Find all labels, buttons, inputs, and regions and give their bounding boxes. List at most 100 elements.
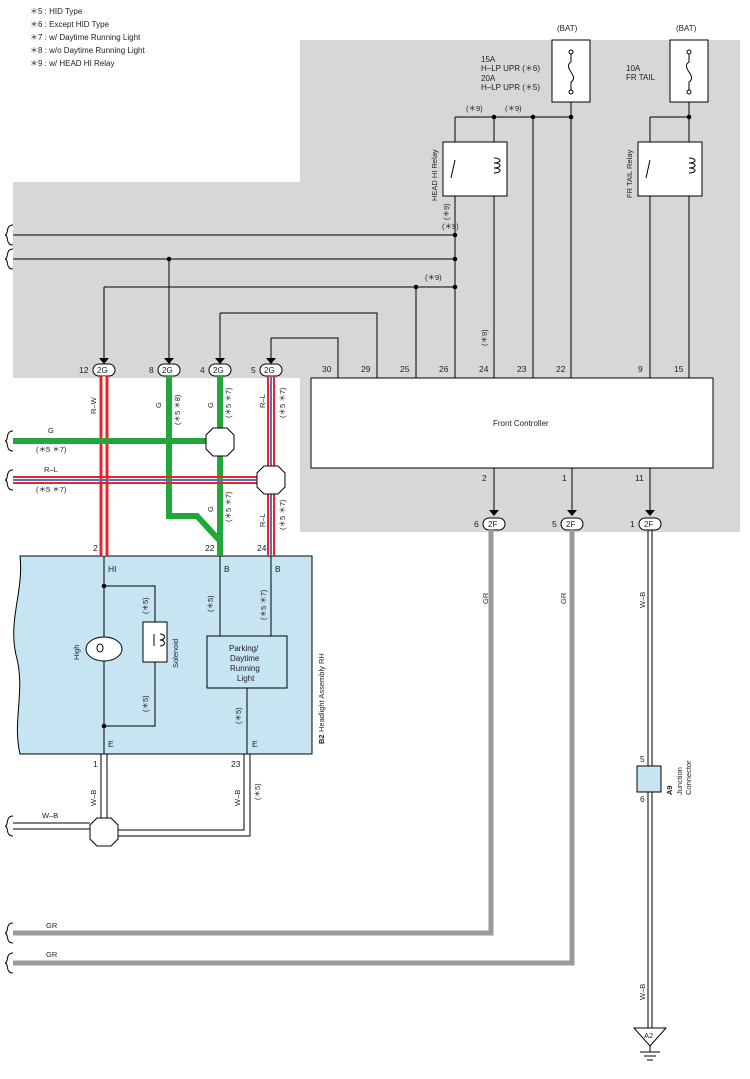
front-controller-box [310,377,714,469]
controller-top-pins: 30 29 25 26 24 23 22 9 15 [322,364,684,374]
fuse-tail-l2: FR TAIL [626,73,656,82]
label-notes-n57: (＊5 ＊7) [36,485,67,494]
wire-break-gr2 [4,952,14,974]
label-wire_colors-g: G [206,402,215,408]
tail-relay-coil-icon [688,157,696,174]
wire-wb-hl-23 [118,754,251,837]
label-notes-n57: (＊5 ＊7) [278,387,287,418]
label-headlight-e: E [252,739,258,749]
solenoid-icon [153,633,165,647]
wire-break-259 [4,248,14,270]
wire-wb-1 [647,530,653,766]
legend-line-3: ＊7 : w/ Daytime Running Light [30,33,141,42]
label-wire_colors-gr: GR [46,950,58,959]
note-9-d: (＊9) [425,273,442,282]
conn-2g-12-pin: 12 [79,365,89,375]
label-headlight-pins-3: 1 [93,759,98,769]
parking-light-box [206,635,288,689]
label-wire_colors-rw: R–W [89,396,98,414]
head-relay-switch-icon [450,159,456,179]
label-wire_colors-gr: GR [559,592,568,604]
label-notes-n57: (＊5 ＊7) [259,589,268,620]
label-notes-n5: (＊5) [234,707,243,724]
splice-g [205,427,235,457]
conn-2g-4-pin: 4 [200,365,205,375]
note-9-b: (＊9) [505,104,522,113]
label-controller_pins_bottom-0: 2 [482,473,487,483]
label-notes-n57: (＊5 ＊7) [36,445,67,454]
label-headlight-name: Headlight Assembly RH [317,653,326,732]
label-junction-name-1: Connector [684,760,693,795]
controller-bottom-pins: 2 1 11 [482,473,644,483]
front-controller-label: Front Controller [493,419,549,428]
label-wire_colors-g: G [206,506,215,512]
label-notes-n5: (＊5) [141,597,150,614]
conn-2g-12-id: 2G [97,366,108,375]
head-relay-coil-icon [493,157,501,174]
fuse-head-l1: 15A [481,55,496,64]
solenoid-box [142,621,168,663]
label-wire_colors-gr: GR [481,592,490,604]
connectors-2g: 2G 12 2G 8 2G 4 2G 5 [79,358,283,377]
label-headlight-e: E [108,739,114,749]
label-notes-n57: (＊5 ＊7) [224,387,233,418]
splice-rl [256,465,286,495]
connectors-2f: 2F 6 2F 5 2F 1 [474,510,662,531]
label-headlight-hi: HI [108,564,117,574]
label-junction-pin_bottom: 6 [640,794,645,804]
conn-2g-4-id: 2G [213,366,224,375]
label-headlight-high: High [72,645,81,660]
wire-5-up [271,337,339,378]
fr-tail-relay [637,141,703,197]
label-wire_colors-wb: W–B [42,811,58,820]
label-connectors_2f-0-pin: 6 [474,519,479,529]
ground-symbol-icon [640,1046,660,1061]
legend-line-4: ＊8 : w/o Daytime Running Light [30,46,145,55]
wire-break-gr1 [4,922,14,944]
label-controller_pins_top-3: 26 [439,364,449,374]
label-headlight-code: B2 [317,734,326,744]
conn-2g-5-id: 2G [264,366,275,375]
label-wire_colors-rl: R–L [258,394,267,408]
wire-wb-left [13,822,90,830]
label-wire_colors-wb: W–B [233,790,242,806]
label-wire_colors-rl: R–L [258,513,267,527]
label-controller_pins_top-5: 23 [517,364,527,374]
label-ground: A2 [644,1031,653,1040]
fuse-head-l4: H–LP UPR (＊5) [481,83,540,92]
wire-wb-hl-1 [100,754,108,818]
label-connectors_2f-0-id: 2F [488,520,497,529]
hl-solenoid-wire [104,585,156,727]
tail-relay-switch-icon [645,159,651,179]
label-wire_colors-gr: GR [46,921,58,930]
label-headlight-pins-1: 22 [205,543,215,553]
label-notes-n5: (＊5) [253,783,262,800]
note-9-f: (＊9) [442,203,451,220]
label-notes-n57: (＊5 ＊7) [278,499,287,530]
conn-2g-8-id: 2G [162,366,173,375]
legend: ＊5 : HID Type ＊6 : Except HID Type ＊7 : … [30,7,145,68]
fuse-tail-icon [685,52,693,92]
label-connectors_2f-2-pin: 1 [630,519,635,529]
wire-break-235 [4,224,14,246]
label-connectors_2f-1-pin: 5 [552,519,557,529]
label-controller_pins_top-8: 15 [674,364,684,374]
label-wire_colors-wb: W–B [638,592,647,608]
label-junction-code: A9 [665,785,674,795]
label-controller_pins_top-6: 22 [556,364,566,374]
label-notes-n5: (＊5) [206,595,215,612]
wire-rw [99,376,109,556]
label-wire_colors-wb: W–B [638,984,647,1000]
label-notes-n58: (＊5 ＊8) [173,394,182,425]
ground-a2-icon [632,1027,668,1047]
label-headlight-parking-0: Parking/ [229,644,259,653]
bat-label-2: (BAT) [676,24,697,33]
legend-line-5: ＊9 : w/ HEAD HI Relay [30,59,114,68]
note-9-c: (＊9) [442,222,459,231]
label-controller_pins_bottom-2: 11 [635,473,644,483]
conn-2g-5-pin: 5 [251,365,256,375]
label-controller_pins_bottom-1: 1 [562,473,567,483]
tail-relay-label: FR TAIL Relay [625,150,634,198]
wire-gr-2 [13,530,575,966]
